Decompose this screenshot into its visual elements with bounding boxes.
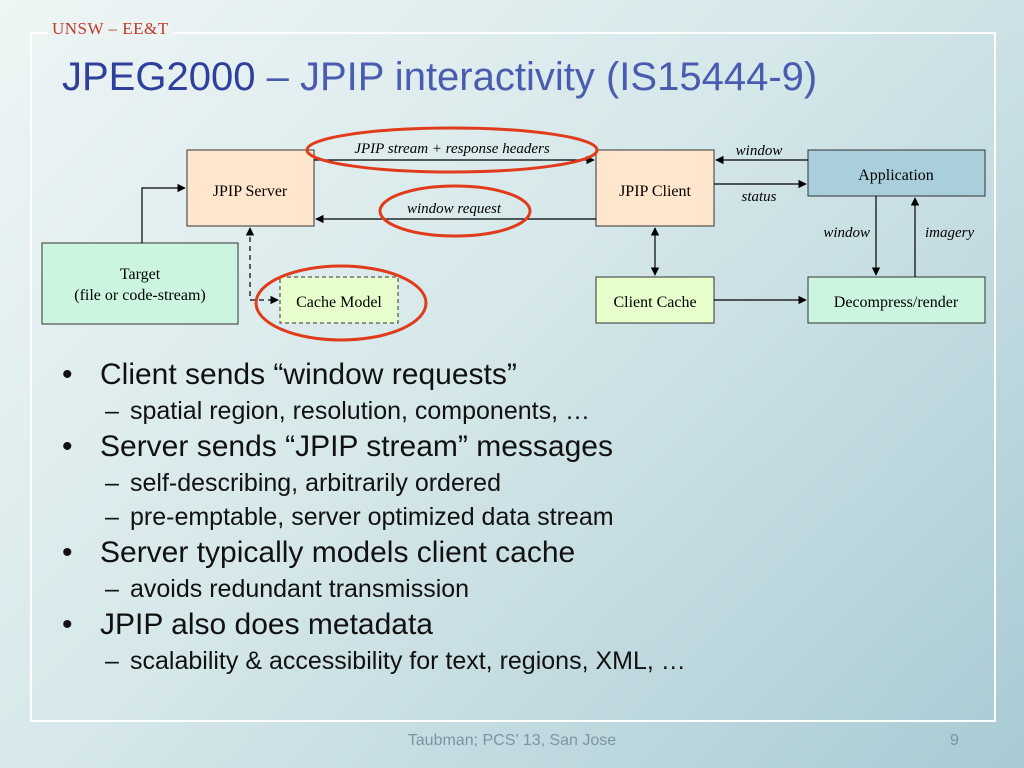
bullet-text: JPIP also does metadata: [100, 608, 433, 641]
sub-bullet-list: scalability & accessibility for text, re…: [100, 644, 960, 678]
title-main: JPEG2000: [62, 55, 256, 99]
org-label: UNSW – EE&T: [48, 19, 173, 39]
bullet-item: Server sends “JPIP stream” messages self…: [60, 428, 960, 534]
decompress-box: [807, 276, 986, 324]
dec-window-edge-label: window: [823, 225, 870, 241]
page-number: 9: [950, 732, 959, 749]
slide-title: JPEG2000 – JPIP interactivity (IS15444-9…: [62, 52, 817, 102]
cache-model-highlight-ellipse: [254, 264, 428, 342]
application-box: [807, 149, 986, 197]
bullet-list: Client sends “window requests” spatial r…: [60, 356, 960, 678]
stream-highlight-ellipse: [305, 126, 599, 174]
cache-model-label: Cache Model: [296, 294, 382, 311]
jpip-server-label: JPIP Server: [213, 183, 288, 200]
target-to-server-arrow: [141, 183, 186, 243]
jpip-diagram: JPIP Server JPIP Client Application Targ…: [41, 126, 986, 342]
target-label-line2: (file or code-stream): [74, 287, 205, 304]
target-box: [41, 242, 239, 325]
sub-bullet-item: scalability & accessibility for text, re…: [105, 644, 960, 678]
sub-bullet-item: avoids redundant transmission: [105, 572, 960, 606]
jpip-client-box: [595, 149, 715, 227]
sub-bullet-item: pre-emptable, server optimized data stre…: [105, 500, 960, 534]
app-window-edge-label: window: [736, 143, 783, 159]
status-edge-label: status: [741, 189, 776, 205]
request-highlight-ellipse: [378, 184, 532, 238]
bullet-item: Client sends “window requests” spatial r…: [60, 356, 960, 428]
title-subtitle: – JPIP interactivity (IS15444-9): [255, 55, 818, 99]
cache-model-box: [279, 276, 399, 324]
target-label-line1: Target: [120, 266, 161, 283]
request-edge-label: window request: [407, 201, 502, 217]
slide-frame: [30, 32, 996, 722]
server-to-cache-model-arrow: [245, 227, 279, 305]
client-cache-box: [595, 276, 715, 324]
bullet-item: JPIP also does metadata scalability & ac…: [60, 606, 960, 678]
client-cache-label: Client Cache: [613, 294, 696, 311]
bullet-text: Server sends “JPIP stream” messages: [100, 430, 613, 463]
decompress-label: Decompress/render: [834, 294, 959, 311]
footer-text: Taubman; PCS’ 13, San Jose: [407, 732, 617, 749]
sub-bullet-list: spatial region, resolution, components, …: [100, 394, 960, 428]
bullet-text: Client sends “window requests”: [100, 358, 517, 391]
application-label: Application: [858, 167, 934, 184]
bullet-item: Server typically models client cache avo…: [60, 534, 960, 606]
jpip-server-box: [186, 149, 315, 227]
stream-edge-label: JPIP stream + response headers: [354, 141, 550, 157]
imagery-edge-label: imagery: [925, 225, 974, 241]
sub-bullet-item: self-describing, arbitrarily ordered: [105, 466, 960, 500]
sub-bullet-list: self-describing, arbitrarily ordered pre…: [100, 466, 960, 534]
sub-bullet-list: avoids redundant transmission: [100, 572, 960, 606]
bullet-text: Server typically models client cache: [100, 536, 576, 569]
sub-bullet-item: spatial region, resolution, components, …: [105, 394, 960, 428]
jpip-client-label: JPIP Client: [619, 183, 691, 200]
